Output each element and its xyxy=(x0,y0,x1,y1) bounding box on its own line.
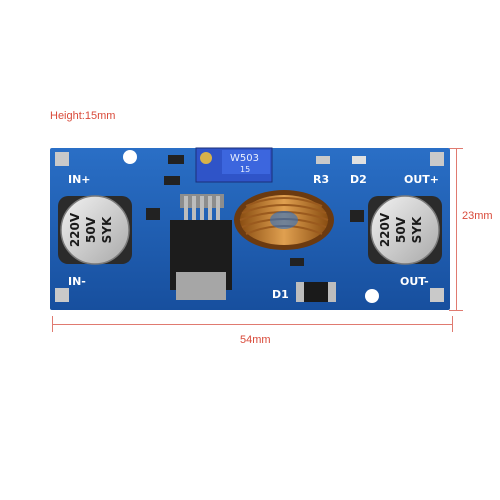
potentiometer: W503 15 xyxy=(195,147,273,183)
corner-pad-bl xyxy=(55,288,69,302)
smd-d2 xyxy=(352,156,366,164)
height-label: Height:15mm xyxy=(50,110,116,122)
width-dimension-tick-left xyxy=(52,316,53,332)
smd-right-chip-2 xyxy=(290,258,304,266)
smd-left-chip xyxy=(146,208,160,220)
depth-dimension-tick-top xyxy=(449,148,463,149)
cap-left-text-3: SYK xyxy=(100,216,114,243)
width-label: 54mm xyxy=(240,334,271,346)
mount-hole-left xyxy=(123,150,137,164)
cap-left-text-1: 220V xyxy=(68,212,82,247)
out-plus-label: OUT+ xyxy=(404,173,439,186)
width-dimension-line xyxy=(52,324,452,325)
in-minus-label: IN- xyxy=(68,275,86,288)
pot-code: W503 xyxy=(230,153,259,164)
diode-d1 xyxy=(296,282,336,302)
out-minus-label: OUT- xyxy=(400,275,429,288)
d2-label: D2 xyxy=(350,173,367,186)
smd-resistor-left xyxy=(164,176,180,185)
depth-dimension-line xyxy=(456,148,457,310)
cap-right-text-3: SYK xyxy=(410,216,424,243)
corner-pad-tr xyxy=(430,152,444,166)
d1-label: D1 xyxy=(272,288,289,301)
depth-label: 23mm xyxy=(462,210,493,222)
r3-label: R3 xyxy=(313,173,329,186)
cap-left-text-2: 50V xyxy=(84,216,98,243)
depth-dimension-tick-bottom xyxy=(449,310,463,311)
corner-pad-tl xyxy=(55,152,69,166)
corner-pad-br xyxy=(430,288,444,302)
smd-resistor-top xyxy=(168,155,184,164)
cap-right-text-2: 50V xyxy=(394,216,408,243)
capacitor-right: 220V 50V SYK xyxy=(368,195,442,265)
toroid-inductor xyxy=(234,190,334,250)
in-plus-label: IN+ xyxy=(68,173,91,186)
pot-small: 15 xyxy=(240,165,250,174)
width-dimension-tick-right xyxy=(452,316,453,332)
mount-hole-right xyxy=(365,289,379,303)
regulator-ic xyxy=(170,194,232,300)
cap-right-text-1: 220V xyxy=(378,212,392,247)
smd-r3 xyxy=(316,156,330,164)
capacitor-left: 220V 50V SYK xyxy=(58,195,132,265)
smd-right-chip xyxy=(350,210,364,222)
